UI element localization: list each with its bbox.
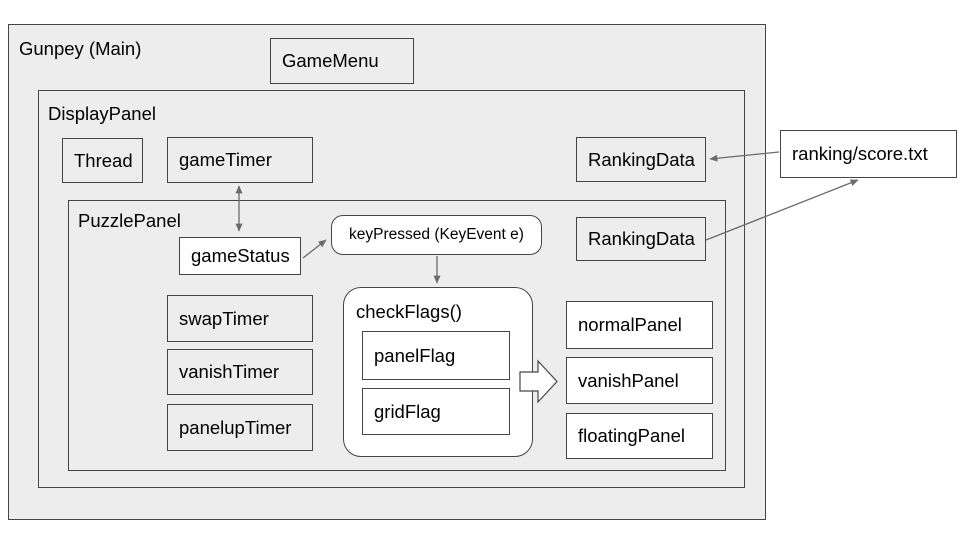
node-thread: Thread <box>62 138 143 183</box>
node-game-menu-label: GameMenu <box>282 50 379 71</box>
node-panelup-timer-label: panelupTimer <box>179 416 292 438</box>
node-panel-flag: panelFlag <box>362 331 510 380</box>
node-panel-flag-label: panelFlag <box>374 344 456 366</box>
node-thread-label: Thread <box>74 149 133 171</box>
node-vanish-timer-label: vanishTimer <box>179 361 280 382</box>
node-key-pressed-label: keyPressed (KeyEvent e) <box>349 226 524 243</box>
node-vanish-panel-label: vanishPanel <box>578 369 679 391</box>
node-ranking-data-display: RankingData <box>576 137 706 182</box>
node-game-timer: gameTimer <box>167 137 313 183</box>
node-swap-timer-label: swapTimer <box>179 307 269 329</box>
node-ranking-data-puzzle-label: RankingData <box>588 228 695 249</box>
node-game-status-label: gameStatus <box>191 245 290 266</box>
node-game-timer-label: gameTimer <box>179 149 272 170</box>
node-vanish-timer: vanishTimer <box>167 349 313 395</box>
node-grid-flag: gridFlag <box>362 388 510 435</box>
node-panelup-timer: panelupTimer <box>167 404 313 451</box>
node-floating-panel: floatingPanel <box>566 413 713 459</box>
group-check-flags-label: checkFlags() <box>356 301 462 322</box>
container-display-panel-label: DisplayPanel <box>48 103 156 124</box>
node-ranking-file-label: ranking/score.txt <box>792 143 928 164</box>
node-game-status: gameStatus <box>179 237 301 275</box>
node-floating-panel-label: floatingPanel <box>578 425 685 446</box>
node-ranking-data-puzzle: RankingData <box>576 217 706 261</box>
node-ranking-data-display-label: RankingData <box>588 148 695 170</box>
node-swap-timer: swapTimer <box>167 295 313 342</box>
container-puzzle-panel-label: PuzzlePanel <box>78 210 181 231</box>
node-game-menu: GameMenu <box>270 38 414 84</box>
node-vanish-panel: vanishPanel <box>566 357 713 404</box>
container-gunpey-main-label: Gunpey (Main) <box>19 38 142 59</box>
node-grid-flag-label: gridFlag <box>374 400 441 422</box>
node-normal-panel: normalPanel <box>566 301 713 349</box>
node-ranking-file: ranking/score.txt <box>780 130 957 178</box>
node-normal-panel-label: normalPanel <box>578 314 682 335</box>
node-key-pressed: keyPressed (KeyEvent e) <box>331 215 542 255</box>
